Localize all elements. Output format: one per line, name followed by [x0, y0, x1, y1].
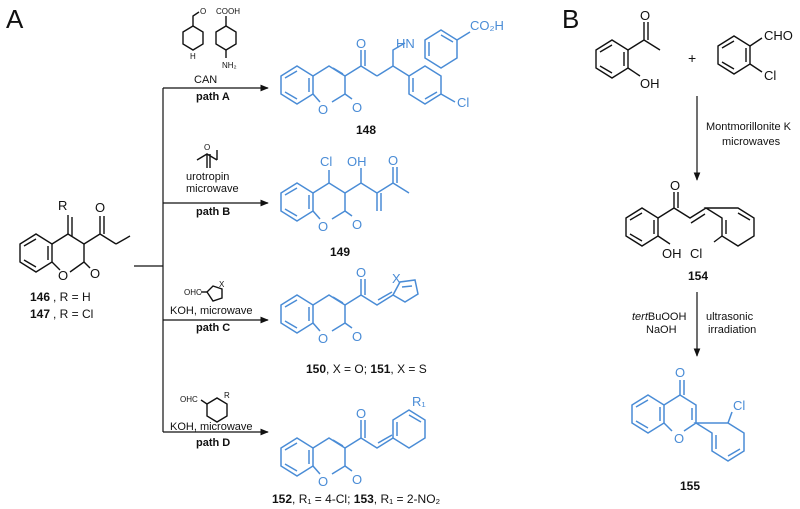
b154-cl: Cl [690, 246, 702, 261]
compound-147-desc: , R = Cl [53, 307, 93, 321]
mvk-reagent-structure [196, 150, 218, 168]
p152-ketone-o: O [356, 406, 366, 421]
compound-155-number: 155 [680, 479, 700, 493]
path-d-r-label: R [224, 391, 230, 400]
mvk-o-label: O [204, 143, 210, 152]
cooh-label: COOH [216, 7, 240, 16]
path-d-reagent: OHC [180, 395, 198, 404]
compound-146-desc: , R = H [53, 290, 91, 304]
step1-condition-2: microwaves [722, 136, 781, 148]
p149-cl: Cl [320, 154, 332, 169]
b-cl-label: Cl [764, 68, 776, 83]
path-c-x-label: X [219, 280, 225, 289]
step2-cond-right-1: ultrasonic [706, 311, 754, 323]
flavone-155-structure [631, 380, 745, 462]
p152-ring-o: O [318, 474, 328, 489]
step2-base: NaOH [646, 324, 677, 336]
p149-oh: OH [347, 154, 367, 169]
svg-text:152, R₁ = 4-Cl; 153, R₁ = 2-NO: 152, R₁ = 4-Cl; 153, R₁ = 2-NO₂ [272, 492, 441, 506]
p150-x-label: X [392, 271, 401, 286]
product-150-151-structure [280, 279, 419, 334]
b-cho-label: CHO [764, 28, 793, 43]
p148-hn: HN [396, 36, 415, 51]
panel-label-a: A [6, 4, 24, 34]
branch-line [134, 88, 164, 432]
product-152-153-caption: 152, R₁ = 4-Cl; 153, R₁ = 2-NO₂ [272, 492, 441, 506]
plus-sign: + [688, 50, 696, 66]
b154-ketone-o: O [670, 178, 680, 193]
p152-r1-label: R₁ [412, 394, 426, 409]
path-b-condition-2: microwave [186, 183, 239, 195]
b-oh-label: OH [640, 76, 660, 91]
benzaldehyde-reagent-structure [182, 11, 204, 51]
p148-lactone-o: O [352, 100, 362, 115]
product-150-number: 150 [306, 362, 326, 376]
product-153-number: 153 [354, 492, 374, 506]
aldehyde-o-label: O [200, 7, 206, 16]
chlorobenzaldehyde-structure [717, 35, 763, 75]
product-150-desc: , X = O; [326, 362, 370, 376]
b-ketone-o: O [640, 8, 650, 23]
path-b-condition-1: urotropin [186, 171, 229, 183]
aminobenzoic-acid-structure [215, 16, 237, 58]
lactone-oxygen-label: O [90, 266, 100, 281]
path-a-condition: CAN [194, 74, 217, 86]
substituent-r-label: R [58, 198, 67, 213]
product-148-number: 148 [356, 123, 376, 137]
product-152-desc: , R₁ = 4-Cl; [292, 492, 354, 506]
product-152-153-structure [280, 409, 426, 477]
product-151-number: 151 [370, 362, 390, 376]
p150-lactone-o: O [352, 329, 362, 344]
benzaldehyde-derivative-structure [200, 397, 228, 423]
b154-oh: OH [662, 246, 682, 261]
p150-ketone-o: O [356, 265, 366, 280]
product-148-structure [280, 29, 471, 105]
compound-154-number: 154 [688, 269, 708, 283]
path-a-label: path A [196, 91, 230, 103]
hydroxyacetophenone-structure [595, 22, 661, 79]
product-149-number: 149 [330, 245, 350, 259]
step1-condition-1: Montmorillonite K [706, 121, 792, 133]
p148-ketone-o: O [356, 36, 366, 51]
compound-147-number: 147 [30, 307, 50, 321]
furaldehyde-reagent-structure [201, 285, 223, 302]
p148-cl: Cl [457, 95, 469, 110]
product-153-desc: , R₁ = 2-NO₂ [374, 492, 441, 506]
path-c-condition: KOH, microwave [170, 305, 253, 317]
step2-oxidant-rest: BuOOH [648, 311, 687, 323]
path-d-condition: KOH, microwave [170, 421, 253, 433]
path-d-label: path D [196, 437, 230, 449]
para-h-label: H [190, 52, 196, 61]
b155-ring-o: O [674, 431, 684, 446]
path-c-label: path C [196, 322, 230, 334]
chalcone-154-structure [625, 192, 755, 247]
panel-label-b: B [562, 4, 579, 34]
p148-co2h: CO₂H [470, 18, 504, 33]
product-150-151-caption: 150, X = O; 151, X = S [306, 362, 427, 376]
path-c-reagent: OHC [184, 288, 202, 297]
svg-text:150, X = O; 151, X = S: 150, X = O; 151, X = S [306, 362, 427, 376]
step2-oxidant: tertBuOOH [632, 311, 686, 323]
p150-ring-o: O [318, 331, 328, 346]
b155-ketone-o: O [675, 365, 685, 380]
p149-ketone-o: O [388, 153, 398, 168]
starting-coumarin-structure [19, 215, 131, 273]
product-149-structure [280, 167, 410, 222]
nh2-label: NH₂ [222, 61, 237, 70]
product-151-desc: , X = S [390, 362, 426, 376]
p149-lactone-o: O [352, 217, 362, 232]
path-b-label: path B [196, 206, 230, 218]
compound-146-number: 146 [30, 290, 50, 304]
b155-cl: Cl [733, 398, 745, 413]
p152-lactone-o: O [352, 472, 362, 487]
step2-oxidant-prefix: tert [632, 311, 649, 323]
ketone-oxygen-label: O [95, 200, 105, 215]
product-152-number: 152 [272, 492, 292, 506]
p149-ring-o: O [318, 219, 328, 234]
step2-cond-right-2: irradiation [708, 324, 756, 336]
ring-oxygen-label: O [58, 268, 68, 283]
p148-ring-o: O [318, 102, 328, 117]
